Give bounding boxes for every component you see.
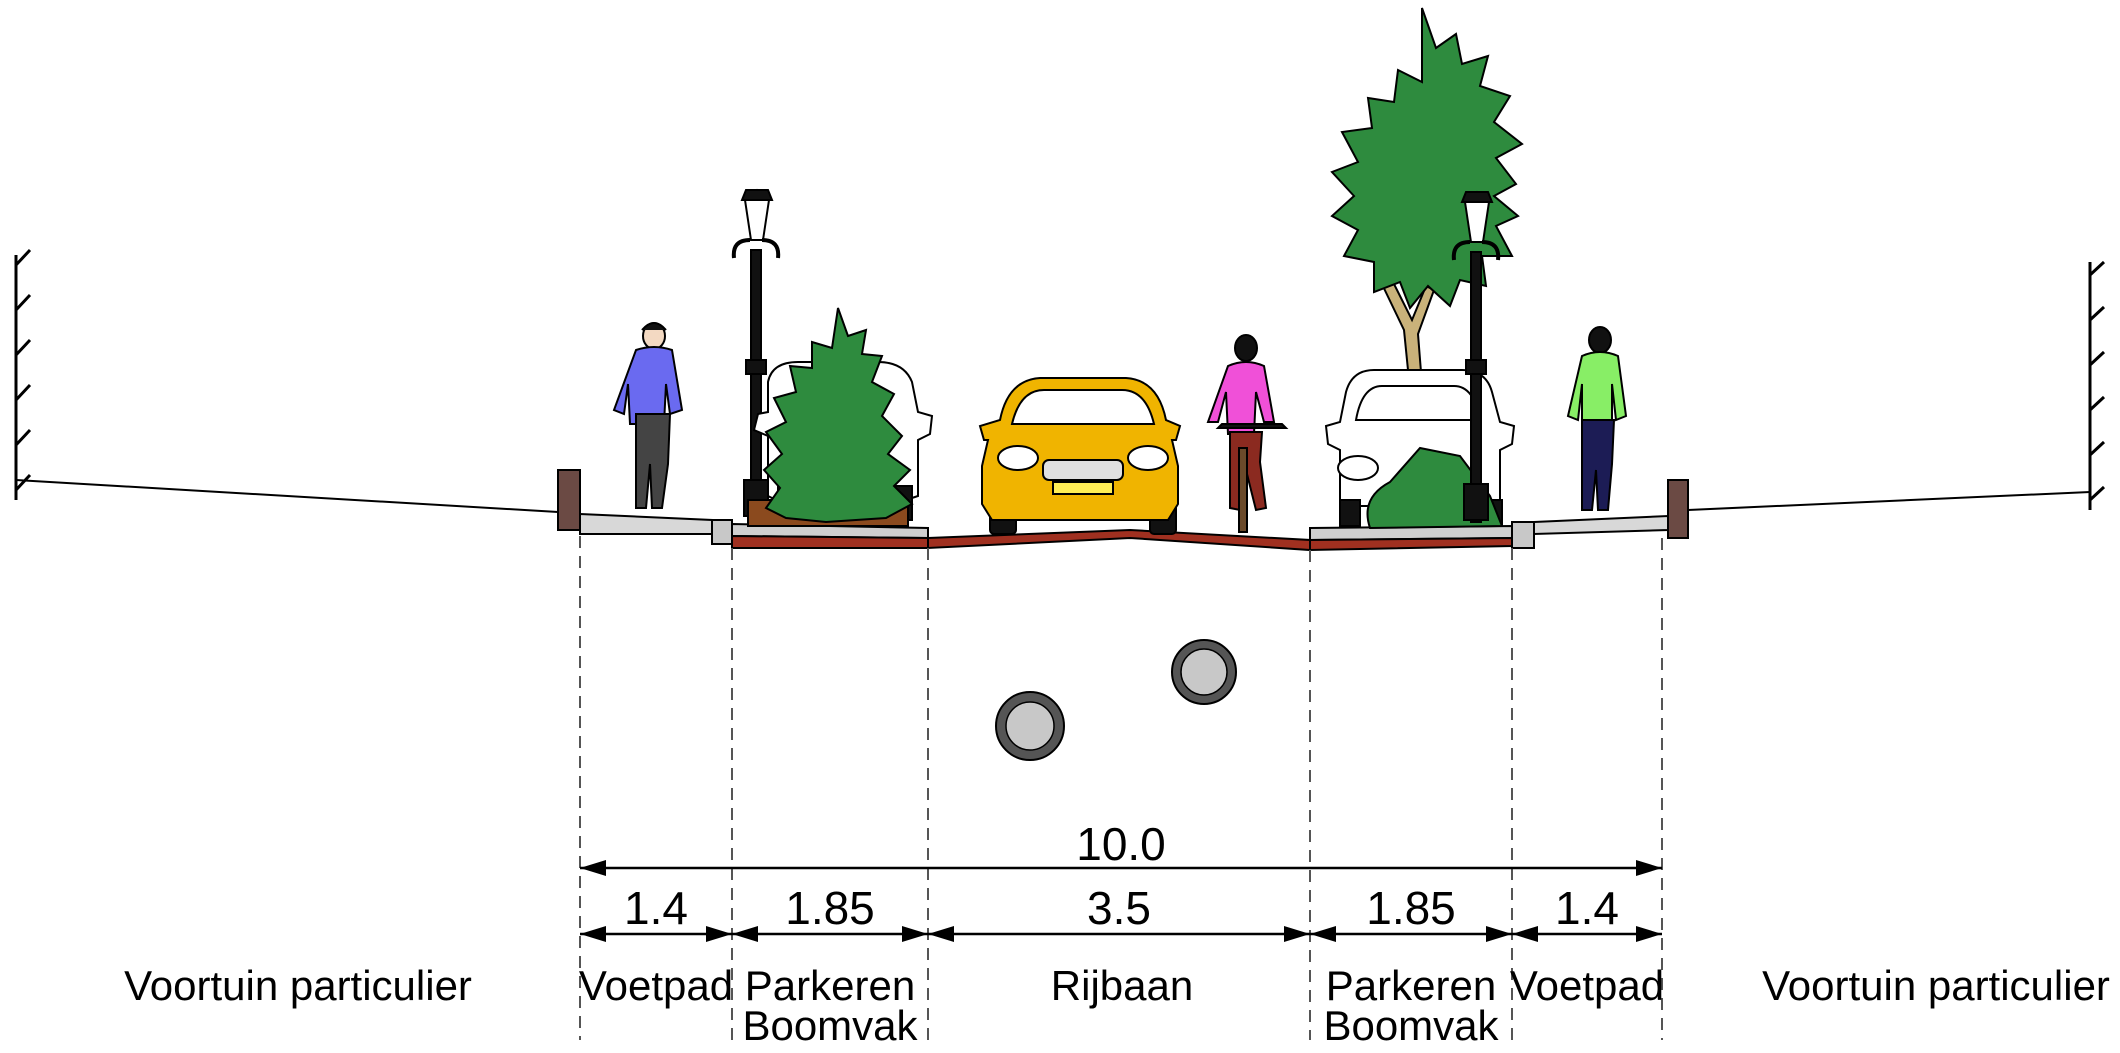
right-tree-icon — [1330, 7, 1524, 411]
segment-2-label-2: Boomvak — [742, 1002, 918, 1048]
right-pedestrian-icon — [1566, 326, 1628, 511]
pipe-left-icon — [995, 691, 1065, 761]
segment-4-width: 1.85 — [1366, 882, 1456, 934]
segment-4-label: Parkeren — [1326, 962, 1496, 1009]
segment-3-label: Rijbaan — [1051, 962, 1193, 1009]
right-garden-ground — [1687, 491, 2091, 511]
segment-3-width: 3.5 — [1087, 882, 1151, 934]
segment-2-label: Parkeren — [745, 962, 915, 1009]
yellow-car-icon — [978, 377, 1182, 535]
left-bollard — [557, 469, 581, 531]
boundary-lines — [579, 536, 1663, 1040]
segment-1-width: 1.4 — [624, 882, 688, 934]
cyclist-icon — [1206, 334, 1289, 533]
right-bollard — [1667, 479, 1689, 539]
right-facade — [2088, 260, 2106, 510]
left-planter-icon — [747, 307, 914, 527]
left-facade — [14, 248, 32, 500]
segment-1-label: Voetpad — [579, 962, 733, 1009]
segment-2-width: 1.85 — [785, 882, 875, 934]
left-garden-ground — [15, 479, 559, 513]
segment-4-label-2: Boomvak — [1323, 1002, 1499, 1048]
left-pedestrian-icon — [612, 322, 684, 509]
total-dimension-line — [580, 860, 1662, 876]
segment-dimension-lines — [580, 926, 1662, 942]
pipe-right-icon — [1171, 639, 1237, 705]
right-side-label: Voortuin particulier — [1762, 962, 2110, 1009]
left-side-label: Voortuin particulier — [124, 962, 472, 1009]
right-lamp-post-icon — [1451, 190, 1501, 523]
total-width-value: 10.0 — [1076, 818, 1166, 870]
segment-5-label: Voetpad — [1510, 962, 1664, 1009]
segment-5-width: 1.4 — [1555, 882, 1619, 934]
